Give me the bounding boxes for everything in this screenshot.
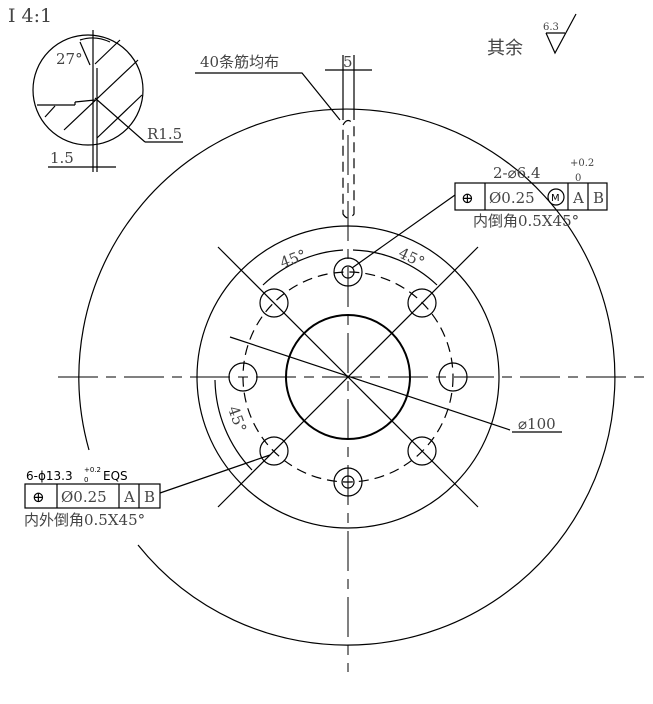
mmc-modifier-icon: M xyxy=(551,193,560,204)
angle-label-3: 45° xyxy=(224,404,250,435)
detail-scale-label: I 4:1 xyxy=(8,5,52,27)
rib-note: 40条筋均布 5 xyxy=(195,53,372,219)
detail-angle: 27° xyxy=(56,50,83,68)
top-tol-upper: +0.2 xyxy=(570,158,594,169)
roughness-value: 6.3 xyxy=(543,22,559,33)
bottom-tol-lower: 0 xyxy=(84,476,88,484)
detail-view: I 4:1 27° R1.5 1.5 xyxy=(8,5,183,172)
surface-roughness: 其余 6.3 xyxy=(487,13,577,59)
rib-slot xyxy=(342,119,355,219)
bottom-callout: 6-ϕ13.3 +0.2 0 EQS ⊕ Ø0.25 A B 内外倒角0.5X4… xyxy=(24,454,271,529)
detail-width: 1.5 xyxy=(50,149,74,167)
top-datum-b: B xyxy=(593,189,604,207)
detail-radius: R1.5 xyxy=(147,125,182,143)
holes xyxy=(228,257,468,497)
bottom-note: 内外倒角0.5X45° xyxy=(24,511,145,529)
rib-label: 40条筋均布 xyxy=(200,53,279,71)
main-view: 45° 45° 45° ⌀100 xyxy=(58,108,645,672)
bottom-datum-b: B xyxy=(144,488,155,506)
outer-circle xyxy=(78,108,616,646)
top-callout: 2-⌀6.4 +0.2 0 ⊕ Ø0.25 M A B 内倒角0.5X45° xyxy=(351,158,608,269)
bottom-tol-upper: +0.2 xyxy=(84,466,101,474)
angle-label-2: 45° xyxy=(396,244,428,272)
roughness-label: 其余 xyxy=(487,38,523,59)
slot-width: 5 xyxy=(343,53,353,71)
bottom-tolerance: Ø0.25 xyxy=(61,488,107,506)
top-note: 内倒角0.5X45° xyxy=(473,212,579,230)
top-datum-a: A xyxy=(572,189,584,207)
bottom-hole-spec: 6-ϕ13.3 xyxy=(26,469,73,483)
position-symbol-icon: ⊕ xyxy=(32,488,45,506)
angle-label-1: 45° xyxy=(278,246,309,272)
position-symbol-icon: ⊕ xyxy=(461,189,474,207)
top-hole-spec: 2-⌀6.4 xyxy=(493,164,541,182)
bottom-datum-a: A xyxy=(123,488,135,506)
roughness-symbol-icon xyxy=(545,13,577,55)
top-tolerance: Ø0.25 xyxy=(489,189,535,207)
detail-circle xyxy=(32,34,144,146)
diameter-label: ⌀100 xyxy=(518,415,556,433)
bottom-suffix: EQS xyxy=(103,469,128,483)
top-tol-lower: 0 xyxy=(575,173,581,184)
